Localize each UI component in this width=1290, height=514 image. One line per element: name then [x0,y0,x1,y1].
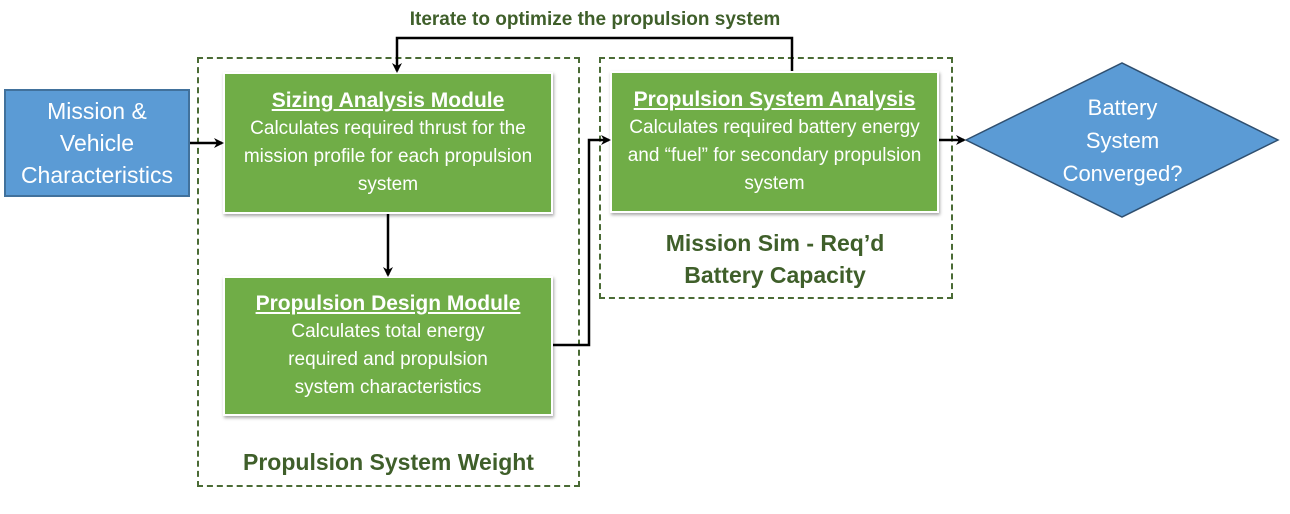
input-mission-vehicle-characteristics[interactable]: Mission & Vehicle Characteristics [4,89,190,197]
group-label-propulsion-system-weight: Propulsion System Weight [243,449,534,475]
group-propulsion-system-weight [197,57,580,487]
propulsion-design-module[interactable]: Propulsion Design Module Calculates tota… [223,276,553,416]
module-description: Calculates total energy required and pro… [288,321,488,398]
arrow-iterate-loop [392,36,794,73]
module-description: Calculates required thrust for the missi… [243,118,533,195]
module-description: Calculates required battery energy and “… [627,117,922,194]
sizing-analysis-module[interactable]: Sizing Analysis Module Calculates requir… [223,72,553,214]
decision-diamond[interactable] [964,62,1280,218]
propulsion-system-analysis-module[interactable]: Propulsion System Analysis Calculates re… [610,71,939,213]
module-title: Sizing Analysis Module [271,89,505,112]
group-mission-sim [599,57,953,299]
decision-label: Battery System Converged? [1062,95,1183,186]
module-title: Propulsion Design Module [255,292,521,315]
iterate-loop-label: Iterate to optimize the propulsion syste… [409,9,781,30]
group-label-mission-sim: Mission Sim - Req’d Battery Capacity [665,230,885,288]
module-title: Propulsion System Analysis [633,88,916,111]
arrow-design-to-analysis [553,135,611,347]
input-label: Mission & Vehicle Characteristics [20,98,174,188]
